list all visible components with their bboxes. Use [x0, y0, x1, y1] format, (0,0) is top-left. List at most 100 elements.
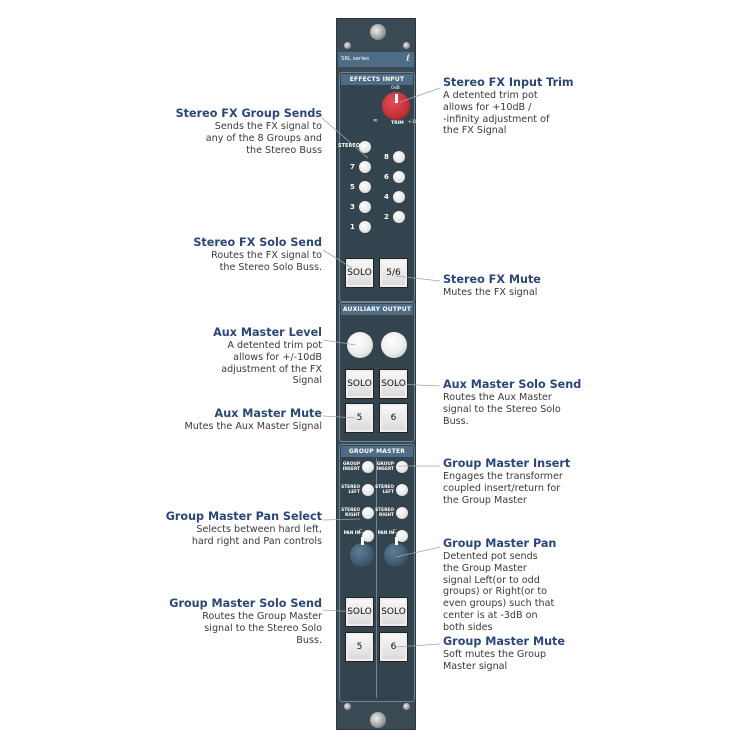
group-master-stereo-left-button[interactable] — [396, 484, 408, 496]
solo-label: SOLO — [381, 379, 406, 389]
model-badge: S6L series ℓ — [338, 52, 414, 67]
group-send-button-3[interactable] — [359, 201, 371, 213]
group-master-solo-button-6[interactable]: SOLO — [379, 597, 408, 627]
leader-line — [322, 609, 359, 613]
group-master-button-label: PAN IN — [343, 531, 360, 536]
mute-label: 5 — [356, 642, 363, 652]
group-send-button-5[interactable] — [359, 181, 371, 193]
stereo-fx-mute-button[interactable]: 5/6 — [379, 258, 408, 288]
group-master-stereo-right-button[interactable] — [362, 507, 374, 519]
annotation-description: Sends the FX signal to any of the 8 Grou… — [205, 121, 322, 156]
pan-center-label-right: C — [393, 529, 397, 535]
annotation-description: Routes the FX signal to the Stereo Solo … — [211, 250, 322, 273]
group-send-button-8[interactable] — [393, 151, 405, 163]
stereo-send-label: STEREO — [338, 143, 360, 149]
annotation-title: Aux Master Mute — [214, 407, 322, 420]
leader-line — [395, 383, 441, 387]
auxiliary-output-header: AUXILIARY OUTPUT — [341, 304, 413, 315]
stereo-fx-solo-button[interactable]: SOLO — [345, 258, 374, 288]
send-number-label: 5 — [350, 183, 355, 191]
group-master-solo-button-5[interactable]: SOLO — [345, 597, 374, 627]
solo-label: SOLO — [347, 607, 372, 617]
screw-icon — [344, 42, 351, 49]
annotation-description: Mutes the Aux Master Signal — [184, 421, 322, 432]
stereo-fx-input-trim-knob[interactable] — [382, 92, 410, 120]
annotation-title: Group Master Insert — [443, 457, 571, 470]
group-master-button-label: STEREO RIGHT — [341, 508, 360, 518]
aux-master-level-knob-left[interactable] — [347, 332, 373, 358]
group-master-button-label: GROUP INSERT — [342, 462, 360, 472]
top-mount-screw-icon — [370, 24, 386, 40]
group-master-pan-in-button[interactable] — [396, 530, 408, 542]
leader-line — [321, 117, 369, 159]
annotation-description: Routes the Aux Master signal to the Ster… — [443, 392, 561, 427]
group-master-section: GROUP MASTER GROUP INSERT STEREO LEFT STER… — [339, 444, 415, 702]
group-master-button-label: GROUP INSERT — [376, 462, 394, 472]
group-master-mute-button-5[interactable]: 5 — [345, 632, 374, 662]
annotation-description: Detented pot sends the Group Master sign… — [443, 551, 555, 633]
leader-line — [395, 546, 441, 558]
aux-mute-button-6[interactable]: 6 — [379, 403, 408, 433]
send-number-label: 7 — [350, 163, 355, 171]
model-badge-text: S6L series — [341, 56, 370, 62]
annotation-description: Routes the Group Master signal to the St… — [202, 611, 322, 646]
annotation-title: Aux Master Level — [213, 326, 322, 339]
group-send-button-6[interactable] — [393, 171, 405, 183]
group-master-stereo-right-button[interactable] — [396, 507, 408, 519]
stereo-send-button[interactable] — [359, 141, 371, 153]
send-number-label: 3 — [350, 203, 355, 211]
leader-line — [322, 249, 353, 269]
group-master-pan-in-button[interactable] — [362, 530, 374, 542]
annotation-title: Group Master Pan Select — [165, 510, 322, 523]
annotation-description: Mutes the FX signal — [443, 287, 538, 298]
group-master-button-label: STEREO RIGHT — [375, 508, 394, 518]
group-master-button-label: STEREO LEFT — [341, 485, 360, 495]
annotation-description: A detented trim pot allows for +10dB / -… — [443, 90, 550, 137]
screw-icon — [403, 703, 410, 710]
group-send-button-7[interactable] — [359, 161, 371, 173]
trim-label-right: +10 — [408, 120, 418, 125]
annotation-title: Aux Master Solo Send — [443, 378, 582, 391]
group-master-group-insert-button[interactable] — [362, 461, 374, 473]
bottom-mount-screw-icon — [370, 712, 386, 728]
annotation-description: Engages the transformer coupled insert/r… — [443, 471, 563, 506]
send-number-label: 8 — [384, 153, 389, 161]
group-master-group-insert-button[interactable] — [396, 461, 408, 473]
solo-label: SOLO — [347, 379, 372, 389]
group-send-button-4[interactable] — [393, 191, 405, 203]
leader-line — [322, 339, 357, 346]
send-number-label: 2 — [384, 213, 389, 221]
solo-label: SOLO — [347, 268, 372, 278]
group-master-header: GROUP MASTER — [341, 446, 413, 457]
channel-strip-panel: S6L series ℓ EFFECTS INPUT 0dB ∞ TRIM +1… — [336, 18, 418, 730]
annotation-description: A detented trim pot allows for +/-10dB a… — [221, 340, 322, 387]
aux-solo-button-5[interactable]: SOLO — [345, 369, 374, 399]
group-master-mute-button-6[interactable]: 6 — [379, 632, 408, 662]
screw-icon — [344, 703, 351, 710]
aux-master-level-knob-right[interactable] — [381, 332, 407, 358]
group-master-stereo-left-button[interactable] — [362, 484, 374, 496]
annotation-title: Group Master Mute — [443, 635, 565, 648]
annotation-title: Stereo FX Input Trim — [443, 76, 574, 89]
annotation-title: Stereo FX Solo Send — [193, 236, 322, 249]
effects-input-header: EFFECTS INPUT — [341, 74, 413, 85]
send-number-label: 1 — [350, 223, 355, 231]
group-send-button-1[interactable] — [359, 221, 371, 233]
trim-label-left: ∞ — [373, 117, 378, 124]
group-send-button-2[interactable] — [393, 211, 405, 223]
auxiliary-output-section: AUXILIARY OUTPUT SOLO SOLO 5 6 — [339, 302, 415, 442]
trim-label-top: 0dB — [391, 86, 400, 91]
solo-label: SOLO — [381, 607, 406, 617]
column-divider — [376, 458, 377, 698]
leader-line — [395, 643, 441, 648]
annotation-description: Soft mutes the Group Master signal — [443, 649, 547, 672]
group-master-pan-knob-left[interactable] — [350, 537, 374, 567]
pan-center-label-left: C — [359, 529, 363, 535]
